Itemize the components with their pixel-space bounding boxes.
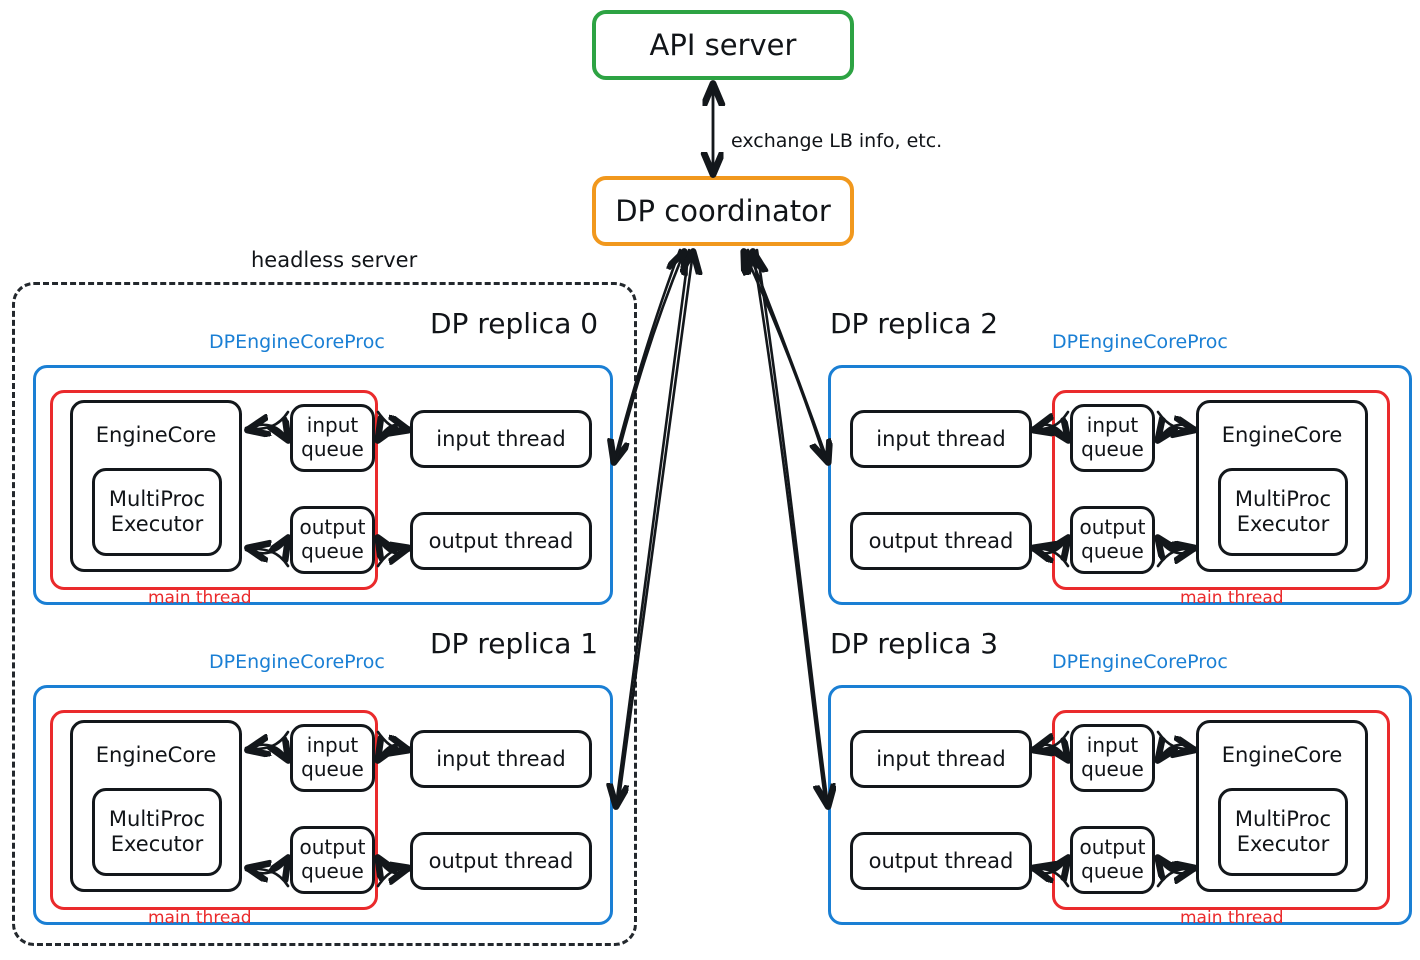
- iq-line2: queue: [1081, 437, 1144, 461]
- ot-label: output thread: [428, 528, 574, 553]
- mpe-line2: Executor: [110, 832, 204, 856]
- oq-line1: output: [299, 515, 366, 540]
- iq-line1: input: [1086, 413, 1139, 438]
- replica-1-input-queue[interactable]: input queue: [290, 724, 375, 792]
- replica-1-output-thread[interactable]: output thread: [410, 832, 592, 890]
- ot-label: output thread: [868, 528, 1014, 553]
- edge-coordinator-replica-3: [753, 250, 828, 806]
- oq-line1: output: [1079, 515, 1146, 540]
- oq-line2: queue: [1081, 859, 1144, 883]
- mpe-line2: Executor: [110, 512, 204, 536]
- replica-1-multiproc-executor[interactable]: MultiProc Executor: [92, 788, 222, 876]
- dp-coordinator-label: DP coordinator: [615, 193, 831, 228]
- api-server-node[interactable]: API server: [592, 10, 854, 80]
- iq-line1: input: [1086, 733, 1139, 758]
- iq-line2: queue: [301, 757, 364, 781]
- iq-line2: queue: [1081, 757, 1144, 781]
- oq-line2: queue: [301, 539, 364, 563]
- mpe-line2: Executor: [1236, 512, 1330, 536]
- replica-2-process-label: DPEngineCoreProc: [1052, 331, 1228, 353]
- replica-0-input-queue[interactable]: input queue: [290, 404, 375, 472]
- headless-server-label: headless server: [251, 248, 418, 272]
- replica-1-input-thread[interactable]: input thread: [410, 730, 592, 788]
- replica-1-main-thread-box[interactable]: [50, 710, 378, 910]
- replica-0-input-thread[interactable]: input thread: [410, 410, 592, 468]
- it-label: input thread: [436, 746, 566, 771]
- replica-2-main-thread-label: main thread: [1180, 588, 1284, 608]
- replica-3-main-thread-label: main thread: [1180, 908, 1284, 928]
- replica-1-title: DP replica 1: [430, 627, 599, 660]
- oq-line1: output: [1079, 835, 1146, 860]
- replica-0-main-thread-label: main thread: [148, 588, 252, 608]
- replica-0-output-queue[interactable]: output queue: [290, 506, 375, 574]
- replica-2-title: DP replica 2: [830, 307, 999, 340]
- mpe-line1: MultiProc: [108, 487, 206, 512]
- api-server-label: API server: [649, 27, 797, 62]
- replica-2-multiproc-executor[interactable]: MultiProc Executor: [1218, 468, 1348, 556]
- replica-2-main-thread-box[interactable]: [1052, 390, 1390, 590]
- iq-line1: input: [306, 733, 359, 758]
- exchange-info-edge-label: exchange LB info, etc.: [731, 130, 943, 152]
- replica-0-multiproc-executor[interactable]: MultiProc Executor: [92, 468, 222, 556]
- replica-2-input-queue[interactable]: input queue: [1070, 404, 1155, 472]
- mpe-line1: MultiProc: [1234, 807, 1332, 832]
- mpe-line1: MultiProc: [1234, 487, 1332, 512]
- oq-line2: queue: [1081, 539, 1144, 563]
- it-label: input thread: [876, 426, 1006, 451]
- replica-3-input-thread[interactable]: input thread: [850, 730, 1032, 788]
- replica-2-process-box[interactable]: [828, 365, 1412, 605]
- oq-line1: output: [299, 835, 366, 860]
- replica-1-output-queue[interactable]: output queue: [290, 826, 375, 894]
- replica-3-engine-core-label: EngineCore: [1221, 743, 1343, 767]
- replica-1-process-label: DPEngineCoreProc: [209, 651, 385, 673]
- edge-coordinator-replica-2: [744, 250, 828, 462]
- replica-2-output-thread[interactable]: output thread: [850, 512, 1032, 570]
- it-label: input thread: [876, 746, 1006, 771]
- replica-3-main-thread-box[interactable]: [1052, 710, 1390, 910]
- replica-1-engine-core-label: EngineCore: [95, 743, 217, 767]
- replica-3-input-queue[interactable]: input queue: [1070, 724, 1155, 792]
- replica-0-engine-core-label: EngineCore: [95, 423, 217, 447]
- iq-line1: input: [306, 413, 359, 438]
- ot-label: output thread: [868, 848, 1014, 873]
- replica-3-output-queue[interactable]: output queue: [1070, 826, 1155, 894]
- dp-coordinator-node[interactable]: DP coordinator: [592, 176, 854, 246]
- it-label: input thread: [436, 426, 566, 451]
- replica-3-title: DP replica 3: [830, 627, 999, 660]
- iq-line2: queue: [301, 437, 364, 461]
- replica-0-process-label: DPEngineCoreProc: [209, 331, 385, 353]
- replica-0-process-box[interactable]: [33, 365, 613, 605]
- replica-3-output-thread[interactable]: output thread: [850, 832, 1032, 890]
- replica-3-multiproc-executor[interactable]: MultiProc Executor: [1218, 788, 1348, 876]
- replica-3-process-label: DPEngineCoreProc: [1052, 651, 1228, 673]
- replica-0-title: DP replica 0: [430, 307, 599, 340]
- mpe-line1: MultiProc: [108, 807, 206, 832]
- replica-2-engine-core-label: EngineCore: [1221, 423, 1343, 447]
- ot-label: output thread: [428, 848, 574, 873]
- replica-0-main-thread-box[interactable]: [50, 390, 378, 590]
- oq-line2: queue: [301, 859, 364, 883]
- replica-1-main-thread-label: main thread: [148, 908, 252, 928]
- mpe-line2: Executor: [1236, 832, 1330, 856]
- replica-0-output-thread[interactable]: output thread: [410, 512, 592, 570]
- replica-2-output-queue[interactable]: output queue: [1070, 506, 1155, 574]
- replica-2-input-thread[interactable]: input thread: [850, 410, 1032, 468]
